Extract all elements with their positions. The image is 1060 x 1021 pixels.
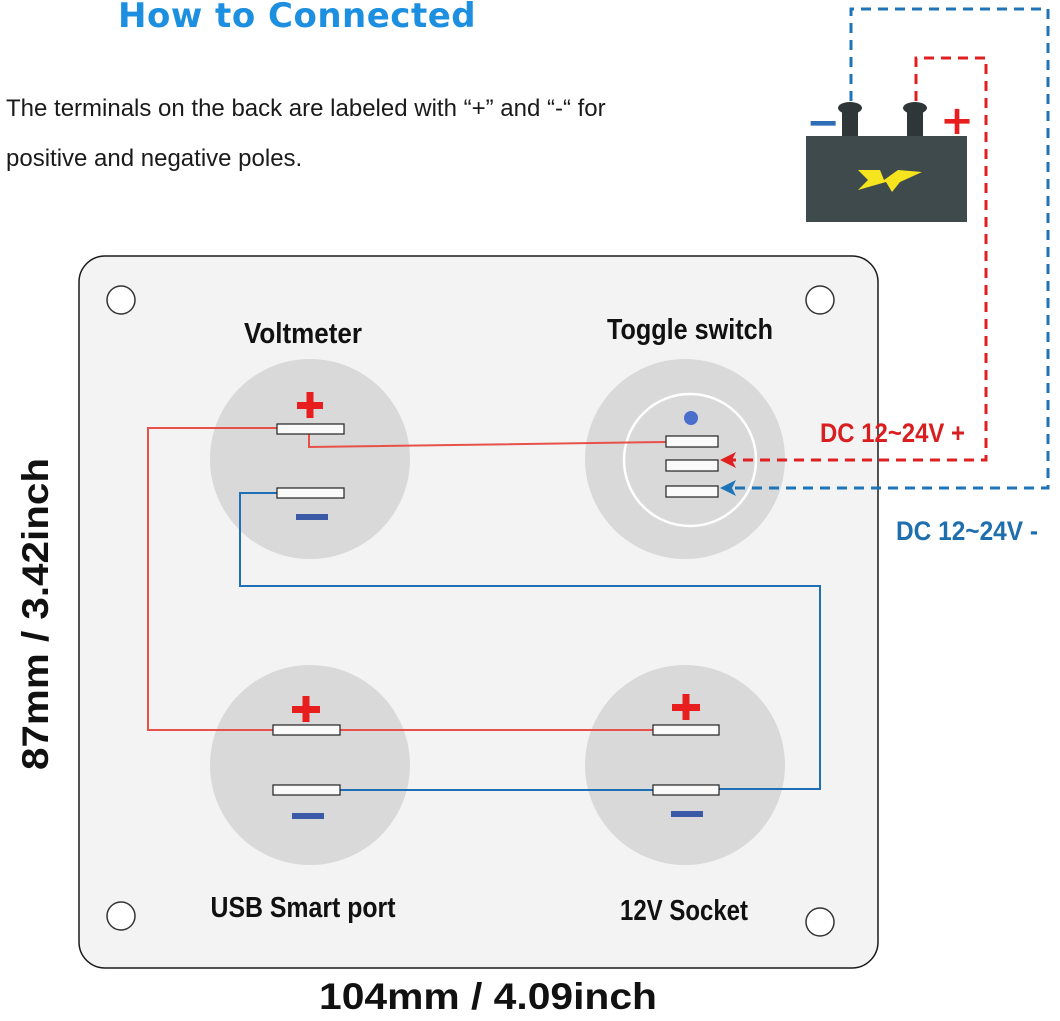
socket-body <box>585 665 785 865</box>
voltmeter-negative-terminal <box>276 487 345 499</box>
negative-supply-dashed-line <box>725 7 1050 490</box>
battery-icon <box>806 102 967 222</box>
toggle-indicator-dot <box>684 411 698 425</box>
toggle-terminal-2 <box>665 459 719 472</box>
description: The terminals on the back are labeled wi… <box>6 84 706 184</box>
usb-port-body <box>210 665 410 865</box>
lightning-bolt-icon <box>858 170 922 192</box>
mounting-hole-top-right <box>805 285 835 315</box>
negative-supply-arrow <box>720 480 736 496</box>
mounting-hole-top-left <box>106 285 136 315</box>
negative-wire-loop <box>239 492 821 790</box>
socket-label: 12V Socket <box>620 895 748 927</box>
battery-negative-symbol: − <box>806 100 840 146</box>
page-title: How to Connected <box>118 0 477 36</box>
usb-plus-mark <box>292 696 320 722</box>
usb-negative-terminal <box>272 784 341 796</box>
positive-supply-dashed-line <box>725 56 988 462</box>
positive-wire-main <box>147 427 279 731</box>
socket-minus-mark <box>671 811 703 817</box>
usb-minus-mark <box>292 813 324 819</box>
socket-positive-terminal <box>652 724 720 736</box>
switch-panel <box>78 255 879 969</box>
mounting-hole-bottom-right <box>805 907 835 937</box>
toggle-terminal-3 <box>665 485 719 498</box>
usb-port-label: USB Smart port <box>211 892 396 924</box>
voltmeter-plus-mark <box>297 392 323 418</box>
voltmeter-positive-terminal <box>276 423 345 435</box>
toggle-terminal-1 <box>665 435 719 448</box>
description-line-1: The terminals on the back are labeled wi… <box>6 95 606 122</box>
usb-positive-terminal <box>272 724 341 736</box>
width-dimension-label: 104mm / 4.09inch <box>319 976 657 1017</box>
description-line-2: positive and negative poles. <box>6 145 303 172</box>
voltmeter-label: Voltmeter <box>244 318 362 350</box>
voltmeter-minus-mark <box>296 514 328 520</box>
voltmeter-body <box>210 359 410 559</box>
negative-supply-label: DC 12~24V - <box>896 516 1038 546</box>
height-dimension-label: 87mm / 3.42inch <box>15 458 56 770</box>
positive-supply-arrow <box>720 452 736 468</box>
mounting-hole-bottom-left <box>106 901 136 931</box>
socket-plus-mark <box>672 694 700 720</box>
positive-wire-voltmeter-to-switch <box>308 434 667 449</box>
battery-positive-symbol: + <box>940 98 974 144</box>
positive-supply-label: DC 12~24V + <box>820 418 965 448</box>
toggle-switch-ring <box>622 392 758 528</box>
toggle-switch-label: Toggle switch <box>607 314 773 346</box>
socket-negative-terminal <box>652 784 720 796</box>
